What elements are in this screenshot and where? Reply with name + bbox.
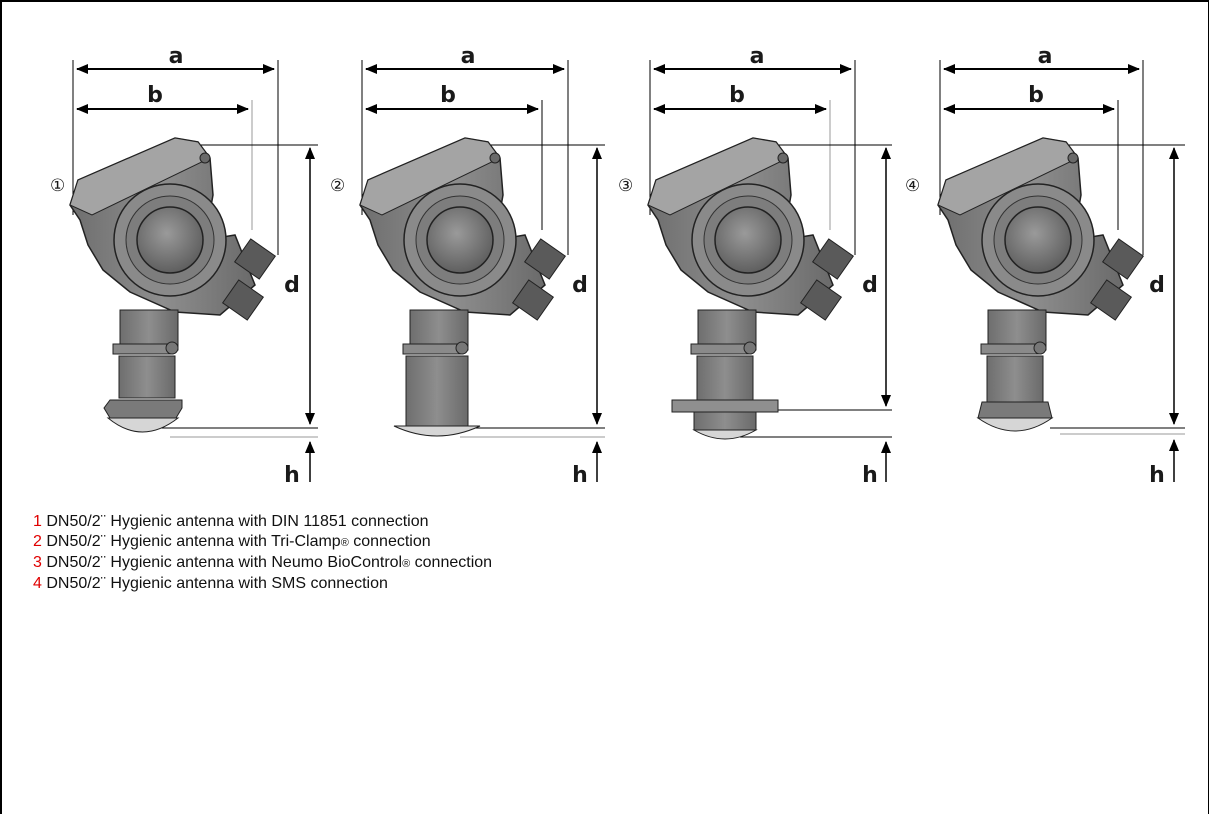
legend-text: DN50/2¨ Hygienic antenna with SMS connec… [46, 575, 388, 592]
panel-1: ① a b d h [50, 44, 318, 488]
panel-2-marker: ② [330, 176, 345, 196]
legend-item-3: 3 DN50/2¨ Hygienic antenna with Neumo Bi… [33, 553, 492, 574]
panel-4: ④ a b d h [905, 44, 1185, 488]
dimension-b-label: b [147, 83, 163, 108]
dimension-b-label: b [440, 83, 456, 108]
legend-number: 1 [33, 513, 42, 530]
registered-mark: ® [340, 537, 349, 549]
dimension-h-label: h [862, 463, 878, 488]
legend-item-1: 1 DN50/2¨ Hygienic antenna with DIN 1185… [33, 512, 492, 532]
registered-mark: ® [402, 558, 411, 570]
transmitter-3 [647, 137, 855, 440]
legend-text-suffix: connection [410, 554, 493, 571]
panel-3-marker: ③ [618, 176, 633, 196]
dimension-a-label: a [1038, 44, 1053, 69]
dimension-drawings: ① a b d h ② [50, 44, 1185, 488]
legend-item-4: 4 DN50/2¨ Hygienic antenna with SMS conn… [33, 574, 492, 594]
panel-1-marker: ① [50, 176, 65, 196]
legend: 1 DN50/2¨ Hygienic antenna with DIN 1185… [33, 512, 492, 594]
legend-text-suffix: connection [348, 533, 431, 550]
transmitter-2 [359, 137, 567, 437]
dimension-a-label: a [169, 44, 184, 69]
dimension-a-label: a [461, 44, 476, 69]
dimension-a-label: a [750, 44, 765, 69]
dimension-b-label: b [729, 83, 745, 108]
dimension-h-label: h [572, 463, 588, 488]
dimension-d-label: d [284, 273, 300, 298]
transmitter-4 [937, 137, 1145, 432]
dimension-d-label: d [1149, 273, 1165, 298]
legend-item-2: 2 DN50/2¨ Hygienic antenna with Tri-Clam… [33, 532, 492, 553]
panel-3: ③ a b d h [618, 44, 892, 488]
dimension-h-label: h [284, 463, 300, 488]
dimension-d-label: d [862, 273, 878, 298]
dimension-h-label: h [1149, 463, 1165, 488]
panel-4-marker: ④ [905, 176, 920, 196]
legend-text: DN50/2¨ Hygienic antenna with DIN 11851 … [46, 513, 429, 530]
legend-text: DN50/2¨ Hygienic antenna with Tri-Clamp [46, 533, 341, 550]
dimension-d-label: d [572, 273, 588, 298]
legend-number: 2 [33, 533, 42, 550]
dimension-b-label: b [1028, 83, 1044, 108]
legend-text: DN50/2¨ Hygienic antenna with Neumo BioC… [46, 554, 403, 571]
legend-number: 4 [33, 575, 42, 592]
legend-number: 3 [33, 554, 42, 571]
panel-2: ② a b d h [330, 44, 605, 488]
transmitter-1 [69, 137, 277, 433]
